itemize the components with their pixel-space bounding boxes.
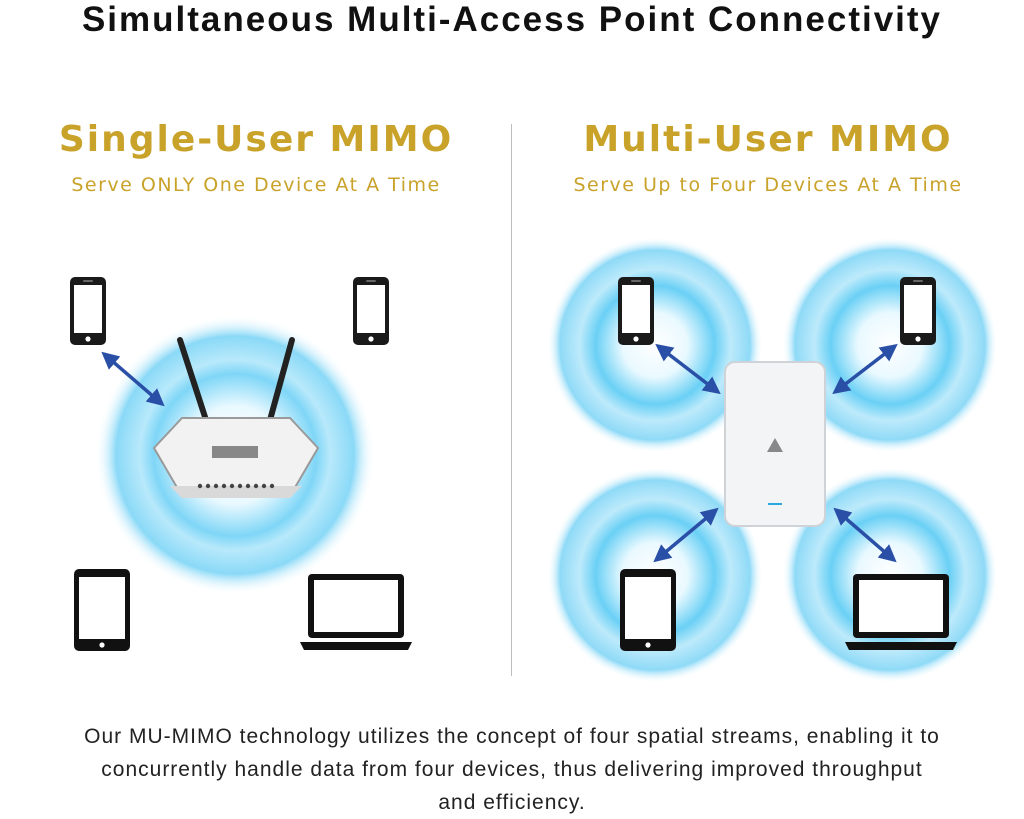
caption-line: concurrently handle data from four devic…	[101, 758, 923, 781]
column-divider	[511, 124, 512, 676]
caption-line: Our MU-MIMO technology utilizes the conc…	[84, 725, 940, 748]
wifi-router-icon	[152, 337, 320, 498]
double-arrow-icon	[653, 507, 719, 563]
double-arrow-icon	[655, 343, 721, 395]
double-arrow-icon	[832, 343, 898, 395]
single-user-heading: Single-User MIMO	[58, 119, 454, 160]
single-user-diagram	[70, 277, 412, 651]
smartphone-icon	[353, 277, 389, 345]
single-user-subheading: Serve ONLY One Device At A Time	[71, 174, 441, 196]
signal-lobe	[547, 237, 763, 453]
multi-user-diagram	[547, 237, 998, 683]
tablet-icon	[74, 569, 130, 651]
multi-user-subheading: Serve Up to Four Devices At A Time	[573, 174, 963, 196]
multi-user-heading: Multi-User MIMO	[583, 119, 953, 160]
smartphone-icon	[618, 277, 654, 345]
access-point-icon	[724, 361, 826, 527]
caption: Our MU-MIMO technology utilizes the conc…	[0, 720, 1024, 819]
smartphone-icon	[900, 277, 936, 345]
laptop-icon	[300, 574, 412, 650]
double-arrow-icon	[833, 507, 897, 563]
caption-line: and efficiency.	[438, 791, 586, 814]
page-title: Simultaneous Multi-Access Point Connecti…	[81, 0, 943, 39]
tablet-icon	[620, 569, 676, 651]
smartphone-icon	[70, 277, 106, 345]
double-arrow-icon	[101, 351, 165, 407]
